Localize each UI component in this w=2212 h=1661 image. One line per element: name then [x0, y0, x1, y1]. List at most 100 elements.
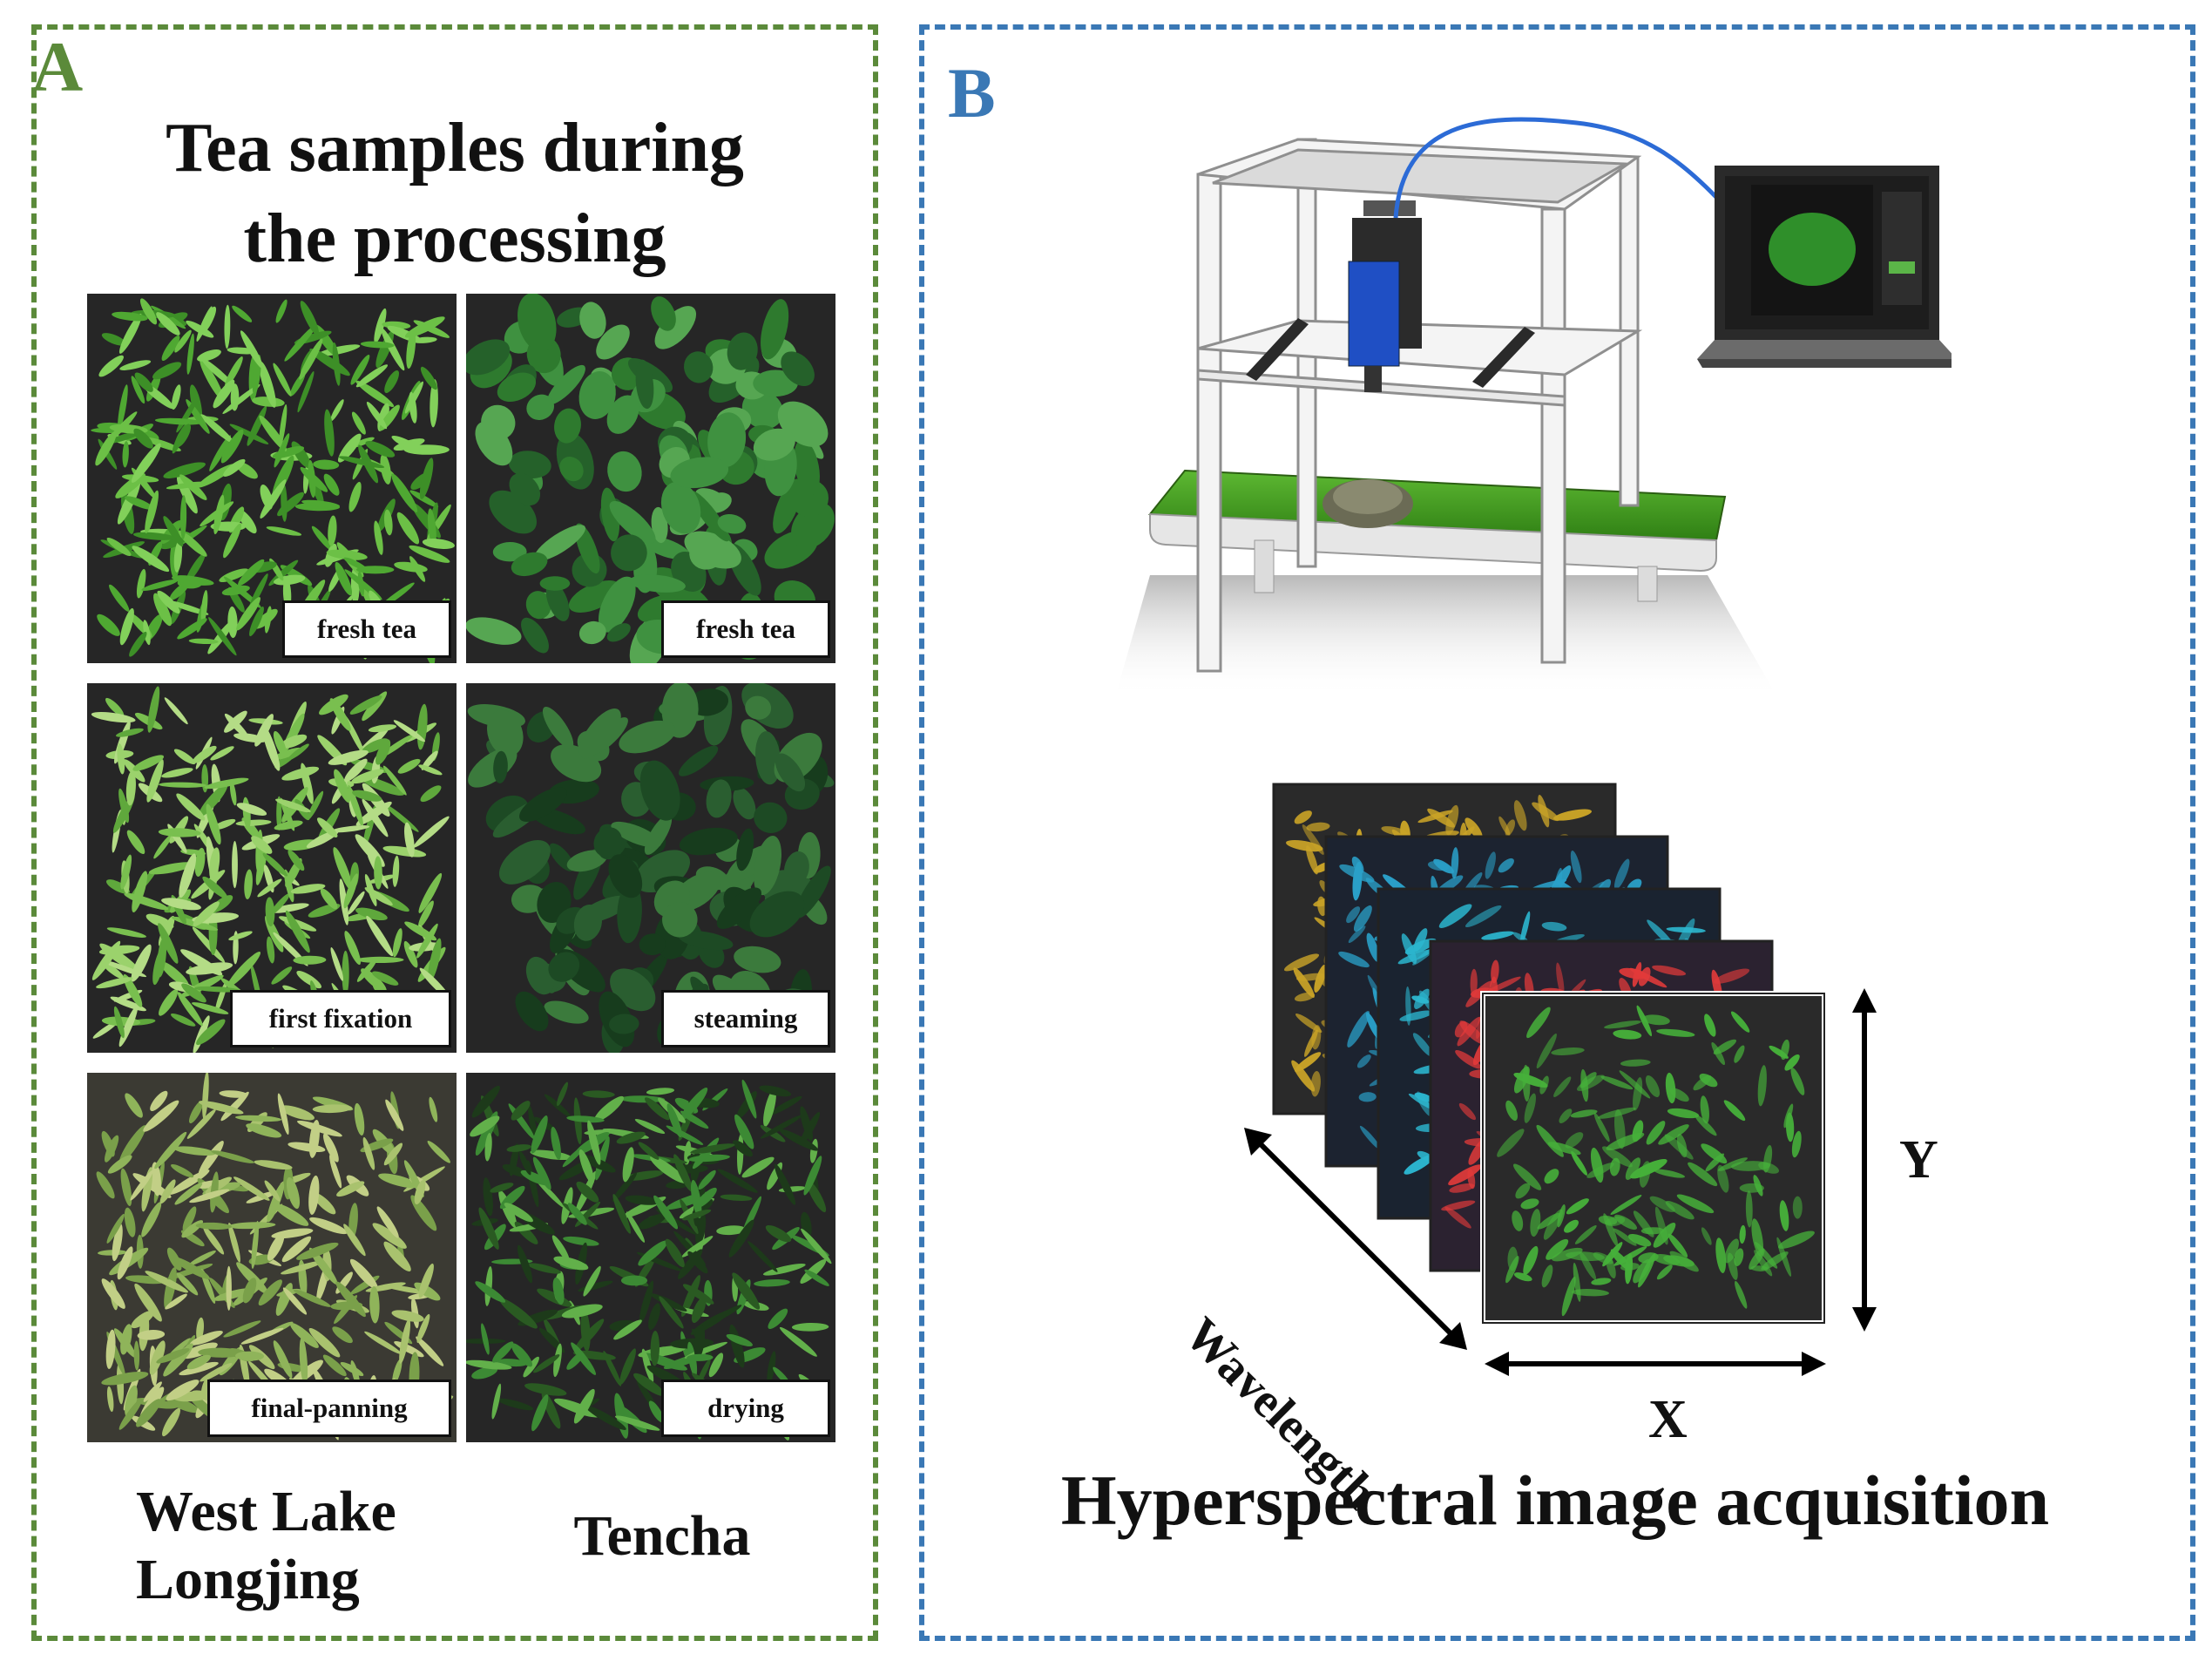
leaf-shape [211, 1150, 254, 1163]
band-leaf-shape [1573, 1262, 1581, 1302]
spectral-band-rgb [1480, 991, 1827, 1325]
leaf-shape [416, 1336, 444, 1366]
leaf-shape [287, 850, 305, 871]
band-leaf-shape [1700, 1095, 1709, 1124]
leaf-shape [660, 481, 701, 534]
band-leaf-shape [1645, 1075, 1661, 1097]
leaf-shape [238, 559, 265, 586]
leaf-shape [335, 561, 353, 596]
leaf-shape [553, 1343, 562, 1378]
column-label-longjing: West Lake Longjing [136, 1478, 450, 1614]
leaf-shape [172, 575, 214, 586]
leaf-shape [807, 1180, 827, 1213]
leaf-shape [717, 1169, 758, 1193]
leaf-shape [754, 836, 781, 896]
leaf-shape [309, 1217, 348, 1235]
band-leaf-shape [1293, 967, 1315, 998]
leaf-shape [301, 499, 341, 508]
leaf-shape [171, 1163, 194, 1178]
leaf-shape [336, 1181, 365, 1197]
band-leaf-shape [1713, 968, 1750, 984]
band-leaf-shape [1366, 932, 1380, 962]
leaf-shape [547, 364, 585, 405]
leaf-shape [356, 956, 404, 963]
leaf-shape [397, 758, 421, 774]
leaf-texture [466, 683, 835, 1053]
leaf-shape [117, 1246, 133, 1280]
leaf-shape [158, 923, 179, 964]
band-leaf-shape [1593, 1112, 1610, 1142]
tea-sample-on-belt [1322, 479, 1413, 528]
band-leaf-shape [1778, 1230, 1815, 1249]
leaf-shape [328, 515, 337, 546]
leaf-shape [466, 617, 522, 645]
band-leaf-shape [1597, 1107, 1636, 1119]
leaf-shape [754, 1278, 790, 1287]
leaf-shape [226, 1265, 232, 1311]
leaf-shape [106, 1213, 125, 1244]
panel-a-title-line1: Tea samples during [166, 110, 744, 186]
leaf-shape [117, 480, 141, 525]
leaf-shape [281, 482, 287, 522]
leaf-shape [382, 765, 407, 796]
band-leaf-shape [1665, 1200, 1695, 1220]
leaf-shape [576, 1181, 599, 1203]
panel-b-letter: B [948, 53, 996, 132]
band-leaf-shape [1783, 1103, 1794, 1129]
leaf-shape [741, 390, 783, 430]
leaf-shape [761, 299, 789, 360]
leaf-shape [357, 571, 365, 597]
band-leaf-shape [1445, 804, 1459, 836]
leaf-shape [493, 750, 508, 783]
leaf-shape [568, 580, 621, 613]
leaf-shape [242, 1278, 257, 1304]
leaf-shape [745, 695, 772, 720]
leaf-shape [578, 1149, 594, 1184]
leaf-shape [235, 1351, 264, 1361]
leaf-shape [177, 992, 203, 1027]
leaf-shape [317, 344, 361, 356]
band-leaf-shape [1667, 1233, 1688, 1258]
leaf-shape [354, 1102, 365, 1136]
band-leaf-shape [1346, 906, 1361, 924]
band-leaf-shape [1627, 1233, 1652, 1247]
leaf-shape [531, 1394, 549, 1432]
leaf-shape [511, 1101, 531, 1121]
leaf-shape [157, 590, 180, 614]
leaf-shape [720, 1194, 753, 1202]
leaf-shape [106, 879, 130, 894]
leaf-shape [166, 481, 207, 490]
leaf-shape [573, 905, 603, 941]
leaf-shape [194, 986, 240, 993]
leaf-shape [659, 1296, 684, 1329]
photo-longjing-fresh: fresh tea [87, 294, 457, 663]
leaf-shape [490, 1183, 514, 1193]
leaf-shape [404, 381, 424, 414]
leaf-shape [338, 456, 385, 469]
leaf-shape [254, 714, 274, 747]
leaf-shape [800, 1258, 827, 1285]
leaf-shape [382, 1284, 430, 1295]
leaf-shape [427, 508, 436, 547]
band-leaf-shape [1505, 1100, 1518, 1122]
leaf-shape [225, 356, 243, 388]
leaf-shape [638, 1240, 668, 1266]
leaf-shape [192, 1002, 229, 1014]
band-leaf-shape [1613, 858, 1630, 890]
leaf-shape [527, 1263, 561, 1274]
leaf-shape [428, 938, 442, 982]
band-leaf-shape [1451, 847, 1459, 879]
leaf-shape [179, 1361, 219, 1376]
band-leaf-shape [1676, 1194, 1715, 1214]
leaf-shape [651, 296, 676, 331]
leaf-shape [804, 1269, 829, 1286]
leaf-shape [612, 1172, 638, 1202]
leaf-shape [484, 1132, 492, 1162]
leaf-shape [154, 417, 204, 425]
leaf-shape [475, 421, 513, 466]
y-axis-label: Y [1899, 1130, 1938, 1190]
leaf-shape [614, 1415, 660, 1431]
leaf-shape [177, 618, 207, 640]
leaf-shape [775, 753, 806, 792]
band-leaf-shape [1427, 808, 1455, 828]
